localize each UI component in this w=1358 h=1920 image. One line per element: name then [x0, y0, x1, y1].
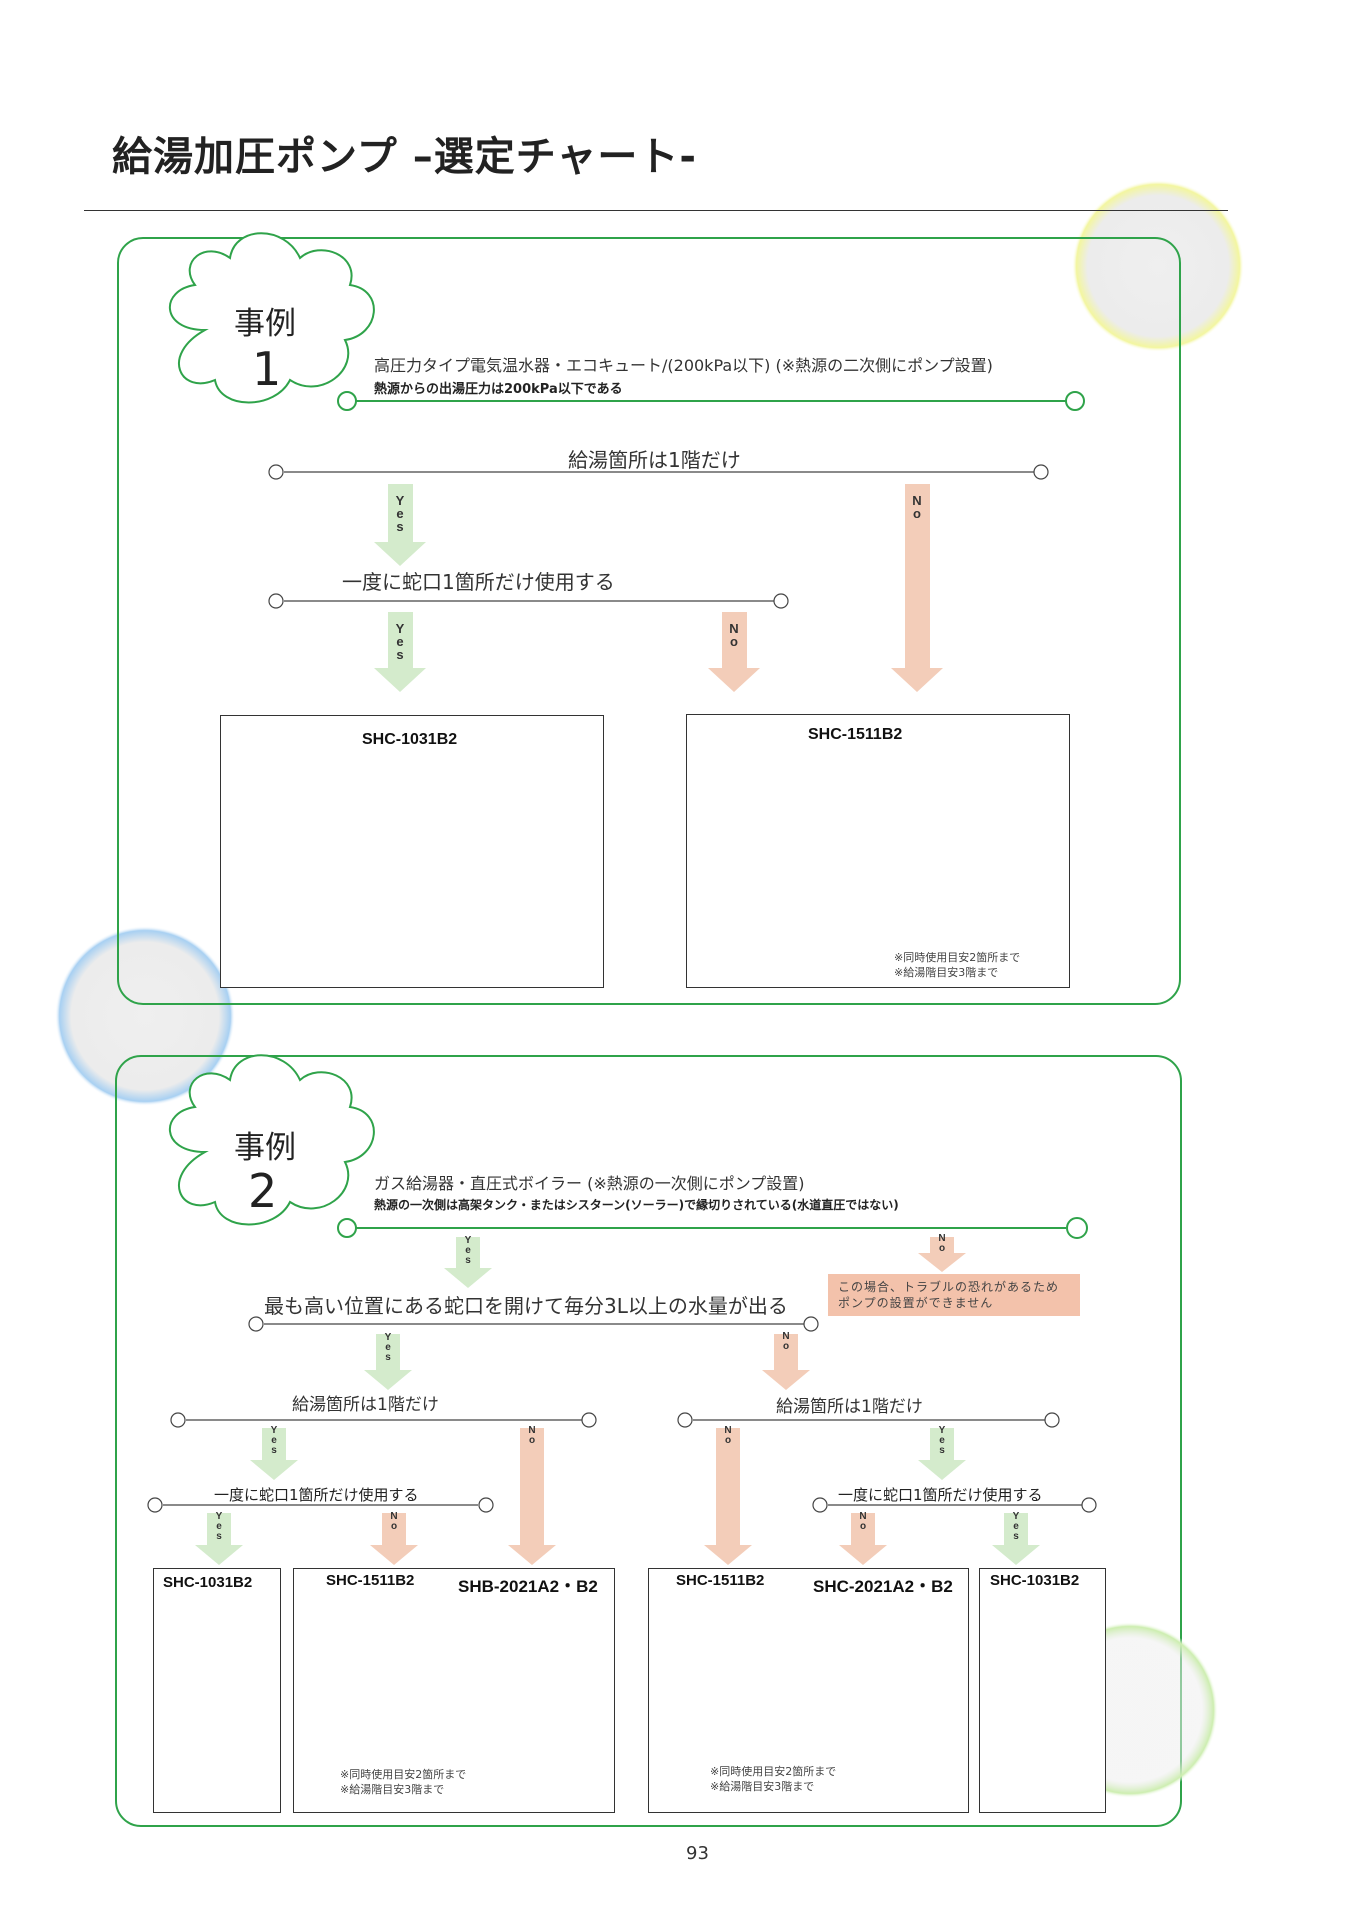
title-rule	[84, 210, 1228, 211]
no-label: No	[390, 1511, 398, 1532]
product-card-shc-1031b2-right	[979, 1568, 1106, 1813]
case1-cloud-badge	[168, 232, 375, 404]
yes-arrow	[918, 1428, 966, 1480]
case2-question-right: 給湯箇所は1階だけ	[776, 1397, 923, 1417]
yes-arrow	[992, 1513, 1040, 1565]
case2-warning-line-1: この場合、トラブルの恐れがあるため	[838, 1280, 1060, 1294]
case2-note-b-2: ※給湯階目安3階まで	[710, 1780, 815, 1793]
no-arrow	[839, 1513, 887, 1565]
yes-label: Yes	[938, 1425, 946, 1456]
yes-arrow	[374, 612, 426, 692]
yes-label: Yes	[384, 1332, 392, 1363]
no-label: No	[912, 493, 922, 521]
yes-arrow	[444, 1237, 492, 1288]
case2-warning-line-2: ポンプの設置ができません	[838, 1296, 994, 1310]
deco-circle-blue	[55, 926, 235, 1106]
case2-product-5: SHC-2021A2・B2	[813, 1577, 953, 1596]
case1-badge-label: 事例	[234, 306, 296, 342]
no-label: No	[528, 1425, 536, 1446]
no-arrow	[708, 612, 760, 692]
case1-heading: 高圧力タイプ電気温水器・エコキュート/(200kPa以下) (※熱源の二次側にポ…	[374, 356, 993, 375]
no-arrow	[704, 1428, 752, 1565]
no-label: No	[782, 1331, 790, 1352]
yes-label: Yes	[464, 1235, 472, 1266]
case2-product-3: SHB-2021A2・B2	[458, 1577, 598, 1596]
yes-label: Yes	[395, 493, 405, 534]
no-arrow	[762, 1334, 810, 1390]
page-number: 93	[686, 1843, 709, 1864]
case2-product-4: SHC-1511B2	[676, 1572, 765, 1589]
yes-arrow	[364, 1334, 412, 1390]
case2-warning-box: この場合、トラブルの恐れがあるため ポンプの設置ができません	[828, 1274, 1080, 1316]
case2-badge-label: 事例	[234, 1130, 296, 1166]
product-card-shc-1511b2	[686, 714, 1070, 988]
case1-note-2: ※給湯階目安3階まで	[894, 966, 999, 979]
case1-panel	[117, 237, 1181, 1005]
case1-note-1: ※同時使用目安2箇所まで	[894, 951, 1021, 964]
yes-arrow	[195, 1513, 243, 1565]
case2-product-1: SHC-1031B2	[163, 1574, 253, 1591]
case2-product-2: SHC-1511B2	[326, 1572, 415, 1589]
case1-question-2: 一度に蛇口1箇所だけ使用する	[342, 570, 615, 594]
case1-product-left: SHC-1031B2	[362, 731, 458, 748]
page-title: 給湯加圧ポンプ –選定チャート-	[112, 134, 697, 180]
yes-label: Yes	[270, 1425, 278, 1456]
yes-label: Yes	[395, 621, 405, 662]
case2-cloud-badge	[168, 1054, 375, 1226]
case2-panel	[115, 1055, 1182, 1827]
no-label: No	[724, 1425, 732, 1446]
no-arrow	[370, 1513, 418, 1565]
case1-badge-number: 1	[252, 342, 282, 396]
case2-note-a-2: ※給湯階目安3階まで	[340, 1783, 445, 1796]
case2-question-left-sub: 一度に蛇口1箇所だけ使用する	[214, 1486, 419, 1504]
case2-badge-number: 2	[248, 1164, 278, 1218]
case2-question-right-sub: 一度に蛇口1箇所だけ使用する	[838, 1486, 1043, 1504]
case1-product-right: SHC-1511B2	[808, 726, 903, 743]
deco-circle-yellow	[1072, 180, 1244, 352]
product-card-group-right	[648, 1568, 969, 1813]
no-label: No	[938, 1233, 946, 1254]
product-card-group-left	[293, 1568, 615, 1813]
no-arrow	[508, 1428, 556, 1565]
no-label: No	[729, 621, 739, 649]
yes-arrow	[250, 1428, 298, 1480]
case2-heading: ガス給湯器・直圧式ボイラー (※熱源の一次側にポンプ設置)	[374, 1174, 805, 1193]
product-card-shc-1031b2	[220, 715, 604, 988]
case2-note-b-1: ※同時使用目安2箇所まで	[710, 1765, 837, 1778]
case2-product-6: SHC-1031B2	[990, 1572, 1080, 1589]
yes-label: Yes	[215, 1511, 223, 1542]
no-arrow	[891, 484, 943, 692]
case2-question-left: 給湯箇所は1階だけ	[292, 1395, 439, 1415]
no-label: No	[859, 1511, 867, 1532]
case2-note-a-1: ※同時使用目安2箇所まで	[340, 1768, 467, 1781]
yes-label: Yes	[1012, 1511, 1020, 1542]
case1-subheading: 熱源からの出湯圧力は200kPa以下である	[374, 382, 623, 397]
no-arrow	[918, 1237, 966, 1272]
case2-question-main: 最も高い位置にある蛇口を開けて毎分3L以上の水量が出る	[264, 1294, 788, 1318]
case2-subheading: 熱源の一次側は高架タンク・またはシスターン(ソーラー)で縁切りされている(水道直…	[374, 1198, 899, 1212]
product-card-shc-1031b2	[153, 1568, 281, 1813]
yes-arrow	[374, 484, 426, 566]
case1-question-1: 給湯箇所は1階だけ	[568, 448, 741, 472]
